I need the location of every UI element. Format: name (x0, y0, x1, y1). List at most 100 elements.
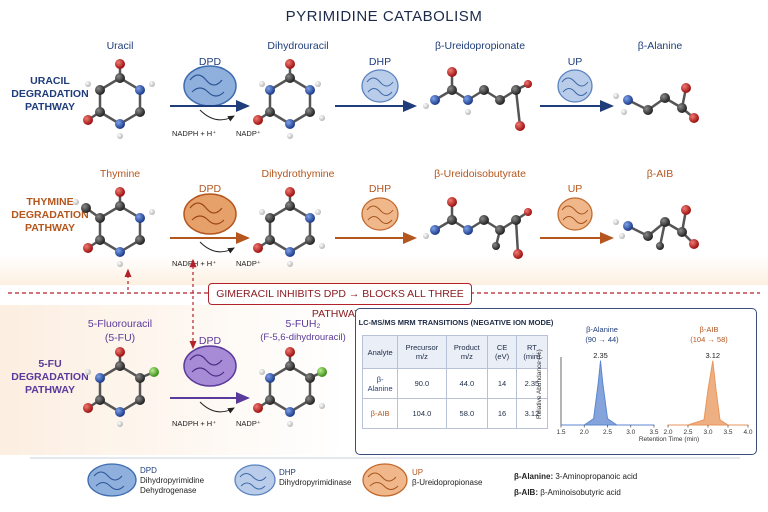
legend-up-icon (362, 463, 408, 497)
dihydrouracil-label: Dihydrouracil (267, 40, 329, 52)
row-rt: 2.35 (515, 368, 549, 399)
uracil-molecule (87, 64, 142, 126)
mrm-header-row: Analyte Precursor m/z Product m/z CE (eV… (361, 335, 549, 369)
thymine-dhp-label: DHP (368, 183, 392, 195)
thymine-molecule (85, 192, 142, 254)
mrm-panel-title: LC-MS/MS MRM TRANSITIONS (NEGATIVE ION M… (358, 318, 554, 327)
uracil-dpd-label: DPD (198, 56, 222, 68)
legend-up-abbr: UP (412, 468, 424, 477)
chrom1-title: β-Alanine(90 → 44) (585, 325, 619, 344)
dihydrothymine-label: Dihydrothymine (261, 168, 335, 180)
dihydrouracil-atoms (253, 59, 325, 139)
thymine-dpd-enzyme (183, 193, 237, 235)
thymine-cofactor-arrow (199, 241, 235, 254)
uracil-dpd-enzyme (183, 65, 237, 107)
legend-dpd-icon (87, 463, 137, 497)
uracil-up-enzyme (557, 69, 593, 103)
thymine-cofactor-out: NADP⁺ (236, 259, 261, 268)
mrm-panel: LC-MS/MS MRM TRANSITIONS (NEGATIVE ION M… (355, 308, 757, 455)
chrom-tick-label: 4.0 (743, 429, 752, 436)
dihydrothymine-molecule (257, 192, 312, 254)
beta-alanine-label: β-Alanine (637, 40, 683, 52)
chrom-tick-label: 2.0 (580, 429, 589, 436)
legend-def-aib: β-AIB: β-Aminoisobutyric acid (514, 488, 621, 497)
fuh2-sublabel: (F-5,6-dihydrouracil) (260, 332, 346, 343)
chrom-tick-label: 2.5 (603, 429, 612, 436)
inhibition-banner: GIMERACIL INHIBITS DPD → BLOCKS ALL THRE… (208, 283, 472, 320)
col-ce: CE (eV) (487, 335, 517, 369)
dihydrouracil-molecule (257, 64, 312, 126)
uracil-label: Uracil (106, 40, 134, 52)
fu-cofactor-out: NADP⁺ (236, 419, 261, 428)
uracil-dhp-enzyme (361, 69, 399, 103)
page-title: PYRIMIDINE CATABOLISM (285, 8, 483, 25)
chrom-tick-label: 2.5 (683, 429, 692, 436)
chrom-tick-label: 3.0 (703, 429, 712, 436)
dihydrothymine-atoms (253, 187, 325, 267)
col-rt: RT (min) (515, 335, 549, 369)
ureidopropionate-label: β-Ureidopropionate (434, 40, 526, 52)
fu-cofactor-arrow (199, 401, 235, 414)
chrom2-title: β-AIB(104 → 58) (690, 325, 728, 344)
legend-dhp-icon (234, 464, 276, 496)
legend-def-alanine: β-Alanine: 3-Aminopropanoic acid (514, 472, 638, 481)
uracil-dhp-label: DHP (368, 56, 392, 68)
chrom-tick-label: 3.5 (723, 429, 732, 436)
chrom-peak (560, 360, 655, 426)
thymine-dhp-enzyme (361, 197, 399, 231)
legend-dhp: DHP Dihydropyrimidinase (279, 468, 352, 487)
fuh2-atoms (253, 347, 327, 427)
row-precursor: 90.0 (397, 368, 447, 399)
fu-dpd-label: DPD (198, 335, 222, 347)
thymine-atoms (73, 187, 155, 267)
chrom-tick-label: 3.5 (649, 429, 658, 436)
chrom-xlabel: Retention Time (min) (638, 436, 700, 443)
chrom-tick-label: 1.5 (556, 429, 565, 436)
col-precursor: Precursor m/z (397, 335, 447, 369)
chrom-tick-label: 3.0 (626, 429, 635, 436)
beta-aib-atoms (613, 205, 699, 250)
ureidoisobutyrate-molecule (434, 202, 529, 255)
legend-dhp-abbr: DHP (279, 468, 296, 477)
legend-dpd: DPD Dihydropyrimidine Dehydrogenase (140, 466, 205, 495)
uracil-cofactor-in: NADPH + H⁺ (172, 129, 217, 138)
mrm-table: Analyte Precursor m/z Product m/z CE (eV… (361, 335, 549, 429)
ureidoisobutyrate-atoms (423, 197, 532, 259)
row-product: 58.0 (445, 398, 489, 429)
ureidoisobutyrate-label: β-Ureidoisobutyrate (434, 168, 526, 180)
table-row: β-AIB 104.0 58.0 16 3.12 (361, 398, 549, 429)
beta-alanine-atoms (613, 83, 699, 123)
fu-atoms (83, 347, 159, 427)
thymine-up-enzyme (557, 197, 593, 231)
chrom-peak-label: 3.12 (705, 351, 720, 360)
uracil-cofactor-arrow (199, 109, 235, 122)
thymine-up-label: UP (567, 183, 583, 195)
fuh2-label: 5-FUH₂ (285, 318, 321, 330)
row-rt: 3.12 (515, 398, 549, 429)
fu-sublabel: (5-FU) (104, 332, 136, 344)
row-ce: 14 (487, 368, 517, 399)
row-precursor: 104.0 (397, 398, 447, 429)
beta-aib-label: β-AIB (646, 168, 674, 180)
thymine-label: Thymine (99, 168, 141, 180)
fu-dpd-enzyme (183, 345, 237, 387)
chrom-ylabel: Relative Abundance (%) (536, 349, 543, 419)
row-ce: 16 (487, 398, 517, 429)
legend-dpd-abbr: DPD (140, 466, 157, 475)
uracil-up-label: UP (567, 56, 583, 68)
uracil-atoms (83, 59, 155, 139)
fu-label: 5-Fluorouracil (87, 318, 153, 330)
thymine-dpd-label: DPD (198, 183, 222, 195)
ureidopropionate-molecule (434, 72, 529, 127)
table-row: β-Alanine 90.0 44.0 14 2.35 (361, 368, 549, 399)
fu-cofactor-in: NADPH + H⁺ (172, 419, 217, 428)
legend-up: UP β-Ureidopropionase (412, 468, 483, 487)
col-product: Product m/z (445, 335, 489, 369)
ureidopropionate-atoms (423, 67, 532, 131)
row-product: 44.0 (445, 368, 489, 399)
